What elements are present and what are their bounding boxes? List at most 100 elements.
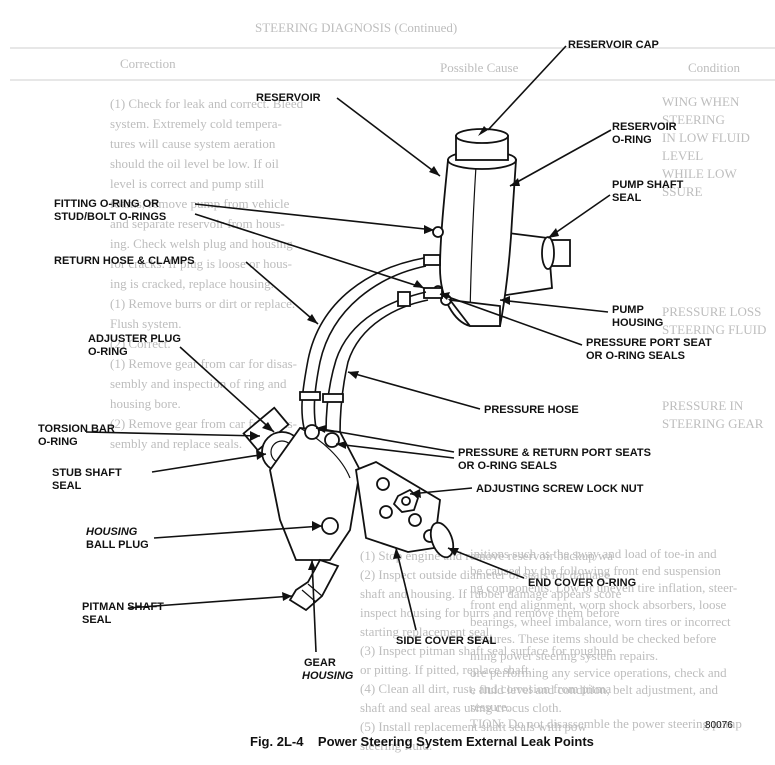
leader-reservoir-oring [509,129,612,187]
bg-line: initions such as the sway and load of to… [470,546,717,561]
bg-line: (4) Clean all dirt, rust, and corrosion … [360,681,612,696]
bg-line: ressure. [470,699,510,714]
bg-line: (5) Install replacement shaft seals with… [360,719,587,734]
hoses [299,257,429,435]
leader-fitting-oring-1 [194,203,435,231]
pump-lower-flange [447,298,501,327]
leader-pitman-seal [127,595,293,609]
arrow-reservoir-cap [478,126,488,136]
hose-clamp-2 [322,393,344,403]
leader-housing-ball [153,525,323,539]
bg-line: (3) Inspect pitman shaft seal surface fo… [360,643,613,658]
leader-adjuster-plug [179,346,275,433]
figure-caption: Fig. 2L-4 Power Steering System External… [250,734,594,749]
bg-line: shaft and housing. If rubber damage appe… [360,586,622,601]
arrow-gear-housing [308,560,316,570]
bg-line: (1) Stop engine and remove reservoir bac… [360,548,613,563]
bg-col-correction: Correction [120,56,176,71]
label-reservoir-oring-2: O-RING [612,134,652,146]
label-gear-housing-1: GEAR [304,657,336,669]
label-torsion-bar-1: TORSION BAR [38,423,115,435]
arrow-pr-2 [336,441,346,449]
leader-pr-ports-1 [315,427,455,453]
leader-pressure-port [439,293,583,346]
bg-col-cause: Possible Cause [440,60,519,75]
arrow-end-cover [448,548,459,556]
leader-pr-ports-2 [335,443,455,459]
return-hose-outer-1 [301,257,425,429]
arrow-pitman [282,592,292,601]
label-pr-ports-1: PRESSURE & RETURN PORT SEATS [458,447,651,459]
label-stub-shaft-1: STUB SHAFT [52,467,122,479]
label-housing-ball-2: BALL PLUG [86,539,149,551]
label-reservoir-cap: RESERVOIR CAP [568,39,659,51]
arrow-torsion [250,431,260,441]
figure-number: 80076 [705,720,733,731]
hose-clamp-3 [397,291,411,307]
bg-line: should the oil level be low. If oil [110,156,279,171]
bg-line: front end alignment, worn shock absorber… [470,597,727,612]
bg-line: PRESSURE LOSS [662,304,761,319]
bg-line: ing. Check welsh plug and housing [110,236,293,251]
leader-stub-shaft [151,453,267,473]
bg-line: housing bore. [110,396,181,411]
bg-line: WHILE LOW [662,166,737,181]
label-pump-shaft-seal-1: PUMP SHAFT [612,179,684,191]
return-port-fitting [423,254,441,266]
arrow-reservoir [429,166,440,176]
bg-line: (2) Inspect outside diameter of seals fo… [360,567,610,582]
label-adjuster-plug-2: O-RING [88,346,128,358]
label-pump-housing-2: HOUSING [612,317,663,329]
bg-line: system. Extremely cold tempera- [110,116,282,131]
arrowheads [250,126,559,601]
bg-line: (1) Remove burrs or dirt or replace. [110,296,295,311]
side-cover-bolt-2 [379,505,393,519]
bg-line: level is correct and pump still [110,176,265,191]
label-reservoir: RESERVOIR [256,92,321,104]
bg-line: starting replacement seal. [360,624,492,639]
bg-line: PRESSURE IN [662,398,744,413]
arrow-pr-1 [316,425,326,433]
bg-line: steering fluid. [360,738,432,753]
bg-line: (2) Correct. [110,336,171,351]
label-gear-housing-2: HOUSING [302,670,354,682]
bg-line: (1) Check for leak and correct. Bleed [110,96,304,111]
label-pressure-hose: PRESSURE HOSE [484,404,579,416]
label-fitting-oring-1: FITTING O-RING OR [54,198,159,210]
arrow-fitting-1 [424,225,434,234]
arrow-adjusting [410,489,421,498]
label-fitting-oring-2: STUD/BOLT O-RINGS [54,211,166,223]
bg-line: STEERING [662,112,725,127]
gear-return-port [304,424,320,440]
label-pr-ports-2: OR O-RING SEALS [458,460,557,472]
background-page-text: STEERING DIAGNOSIS (Continued) Correctio… [10,20,775,753]
bg-line: or pitting. If pitted, replace shaft. [360,662,532,677]
leader-torsion-bar [85,431,261,437]
bg-line: and separate reservoir from hous- [110,216,285,231]
pressure-port-fitting [423,287,443,299]
bg-line: Flush system. [110,316,182,331]
bg-line: bearings, wheel imbalance, worn tires or… [470,614,731,629]
arrow-stub [256,450,266,460]
bg-header: STEERING DIAGNOSIS (Continued) [255,20,457,35]
side-cover-bolt-3 [408,513,422,527]
bg-line: inspect housing for burrs and remove the… [360,605,620,620]
bg-line: sembly and inspection of ring and [110,376,287,391]
label-reservoir-oring-1: RESERVOIR [612,121,677,133]
label-pump-shaft-seal-2: SEAL [612,192,642,204]
leader-side-cover [395,547,417,631]
bg-line: ming power steering system repairs. [470,648,658,663]
leader-fitting-oring-2 [194,213,425,289]
labels: RESERVOIR CAP RESERVOIR RESERVOIR O-RING… [38,39,712,682]
arrow-pressure-hose [348,371,359,379]
arrow-reservoir-oring [510,178,520,186]
bg-line: ore performing any service operations, c… [470,665,727,680]
bg-line: tures will cause system aeration [110,136,276,151]
bg-line: sembly and replace seals. [110,436,242,451]
bg-line: TION: Do not disassemble the power steer… [470,716,742,731]
pump-shaft-seal-ring [541,236,555,270]
label-pitman-seal-2: SEAL [82,614,112,626]
label-pitman-seal-1: PITMAN SHAFT [82,601,164,613]
arrow-pressure-port [440,292,450,300]
bg-line: SSURE [662,184,703,199]
